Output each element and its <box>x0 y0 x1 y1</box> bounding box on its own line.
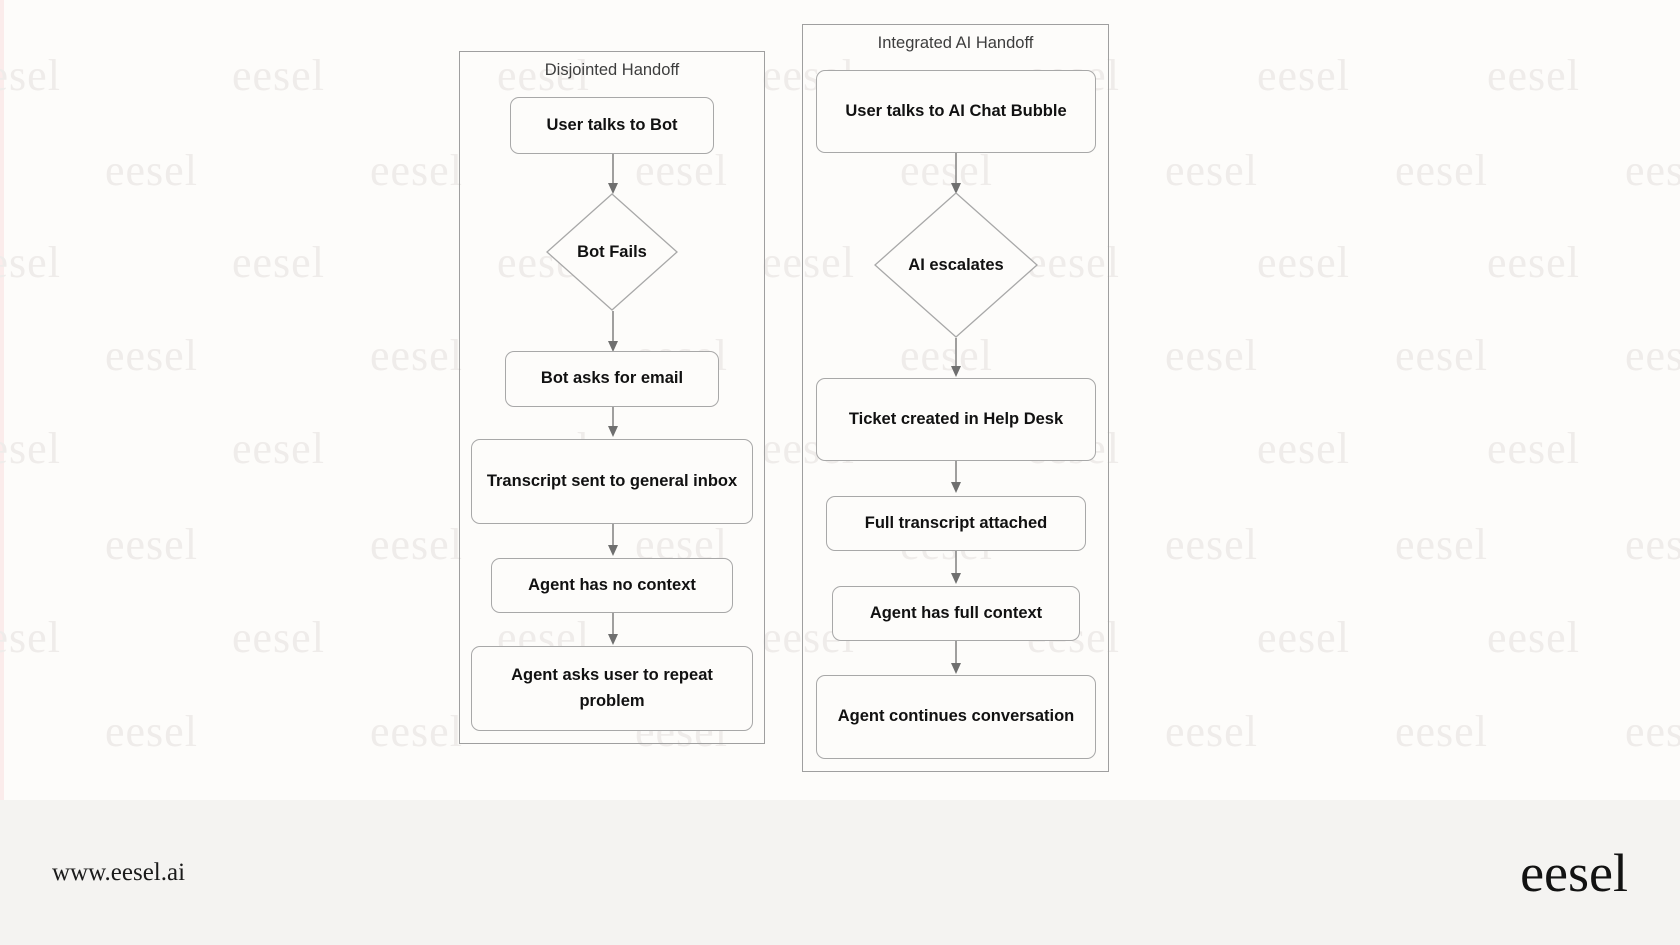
node-label: Agent has full context <box>869 603 1043 622</box>
diamond-shape <box>546 193 678 311</box>
node-user-talks-to-ai-chat-bubble[interactable]: User talks to AI Chat Bubble <box>816 70 1096 153</box>
subgraph-title-integrated: Integrated AI Handoff <box>877 34 1034 52</box>
node-label: Agent continues conversation <box>837 707 1075 726</box>
edge-i5-to-i6 <box>947 641 965 675</box>
node-transcript-sent-to-general-inbox[interactable]: Transcript sent to general inbox <box>471 439 753 524</box>
flowchart-canvas: Disjointed Handoff User talks to Bot Bot… <box>459 24 1109 772</box>
node-agent-has-full-context[interactable]: Agent has full context <box>832 586 1080 641</box>
edge-d2-to-d3 <box>604 311 622 353</box>
node-label: Ticket created in Help Desk <box>848 409 1064 428</box>
node-full-transcript-attached[interactable]: Full transcript attached <box>826 496 1086 551</box>
edge-d5-to-d6 <box>604 613 622 646</box>
diamond-shape <box>874 192 1038 338</box>
node-label: User talks to Bot <box>546 115 678 134</box>
node-label: User talks to AI Chat Bubble <box>845 101 1067 120</box>
subgraph-disjointed-handoff: Disjointed Handoff <box>459 51 765 744</box>
edge-i2-to-i3 <box>947 338 965 378</box>
subgraph-integrated-ai-handoff: Integrated AI Handoff <box>802 24 1109 772</box>
node-ticket-created-in-help-desk[interactable]: Ticket created in Help Desk <box>816 378 1096 461</box>
node-label: Full transcript attached <box>864 513 1048 532</box>
node-agent-has-no-context[interactable]: Agent has no context <box>491 558 733 613</box>
footer-url[interactable]: www.eesel.ai <box>52 858 186 886</box>
edge-i4-to-i5 <box>947 551 965 585</box>
node-agent-asks-user-to-repeat-problem[interactable]: Agent asks user to repeat problem <box>471 646 753 731</box>
subgraph-title-disjointed: Disjointed Handoff <box>544 61 680 79</box>
page-footer: www.eesel.ai eesel <box>0 800 1680 945</box>
edge-d3-to-d4 <box>604 407 622 438</box>
edge-d4-to-d5 <box>604 524 622 557</box>
brand-logo: eesel <box>1520 842 1628 903</box>
node-user-talks-to-bot[interactable]: User talks to Bot <box>510 97 714 154</box>
node-label: Agent asks user to repeat problem <box>511 665 713 710</box>
node-label: Bot Fails <box>577 242 647 261</box>
node-label: AI escalates <box>908 255 1004 274</box>
node-bot-asks-for-email[interactable]: Bot asks for email <box>505 351 719 407</box>
node-label: Bot asks for email <box>540 369 684 388</box>
node-label: Agent has no context <box>528 575 696 594</box>
left-accent-strip <box>0 0 4 800</box>
edge-i1-to-i2 <box>947 153 965 195</box>
edge-i3-to-i4 <box>947 461 965 494</box>
edge-d1-to-d2 <box>604 154 622 195</box>
node-label: Transcript sent to general inbox <box>486 471 738 490</box>
node-agent-continues-conversation[interactable]: Agent continues conversation <box>816 675 1096 759</box>
node-ai-escalates[interactable]: AI escalates <box>874 192 1038 338</box>
node-bot-fails[interactable]: Bot Fails <box>546 193 678 311</box>
